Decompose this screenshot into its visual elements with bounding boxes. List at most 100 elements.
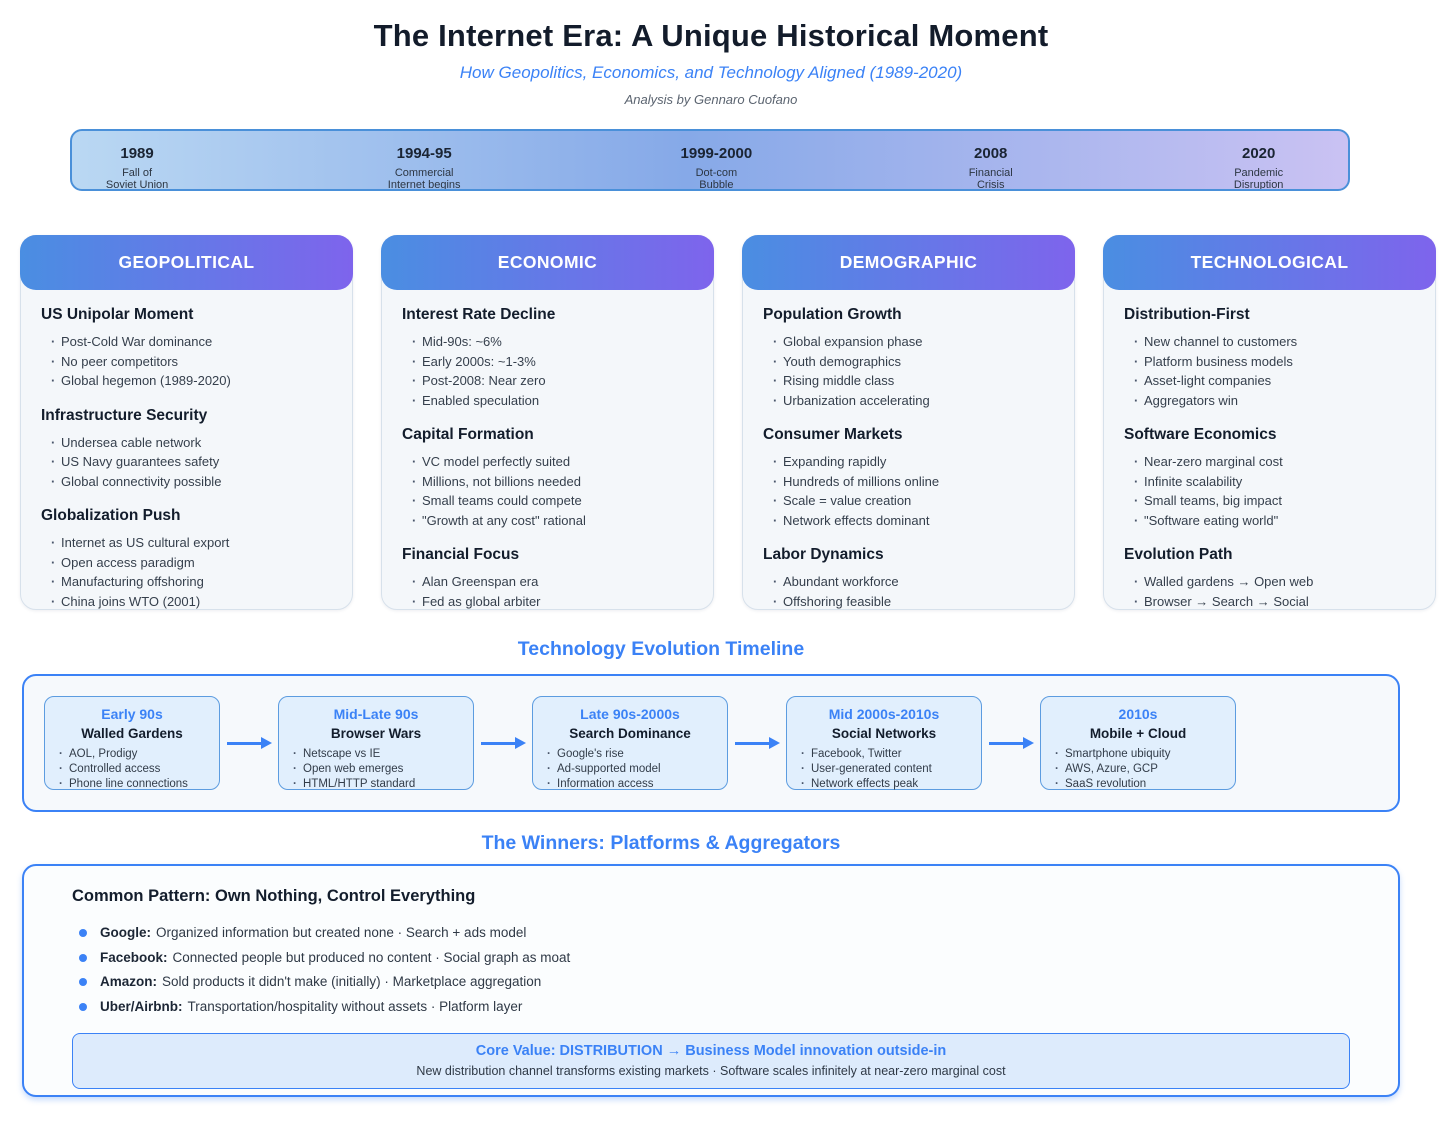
page-header: The Internet Era: A Unique Historical Mo… bbox=[0, 0, 1422, 107]
arrow-head bbox=[260, 737, 272, 749]
page-subtitle: How Geopolitics, Economics, and Technolo… bbox=[459, 63, 963, 82]
era-bullet-list: Google's riseAd-supported modelInformati… bbox=[545, 747, 715, 792]
timeline-event-year: 2020 bbox=[1241, 145, 1276, 162]
era-period: Early 90s bbox=[101, 706, 163, 722]
bullet-dot-icon bbox=[79, 978, 87, 987]
bullet-item: Near-zero marginal cost bbox=[1134, 452, 1415, 472]
era-bullet-list: Netscape vs IEOpen web emergesHTML/HTTP … bbox=[291, 747, 461, 792]
arrow-head bbox=[768, 737, 780, 749]
era-period: Late 90s-2000s bbox=[580, 706, 680, 722]
pillar-bullet-list: Internet as US cultural exportOpen acces… bbox=[41, 533, 332, 611]
core-value-detail: New distribution channel transforms exis… bbox=[416, 1064, 1006, 1078]
bullet-item: Information access bbox=[547, 777, 715, 792]
pillar-bullet-list: Expanding rapidlyHundreds of millions on… bbox=[763, 452, 1054, 530]
winner-item: Google: Organized information but create… bbox=[79, 921, 1350, 946]
bullet-dot-icon bbox=[79, 953, 87, 962]
pillar-section: US Unipolar Moment Post-Cold War dominan… bbox=[41, 306, 332, 391]
bullet-item: Rising middle class bbox=[773, 371, 1054, 391]
pillar-bullet-list: Alan Greenspan eraFed as global arbiter bbox=[402, 572, 693, 611]
bullet-item: Enabled speculation bbox=[412, 391, 693, 411]
bullet-item: Manufacturing offshoring bbox=[51, 572, 332, 592]
bullet-item: Mid-90s: ~6% bbox=[412, 332, 693, 352]
era-box: Late 90s-2000s Search Dominance Google's… bbox=[532, 696, 728, 792]
pillar-section-heading: Financial Focus bbox=[402, 546, 520, 563]
bullet-item: Small teams, big impact bbox=[1134, 491, 1415, 511]
pillar-bullet-list: Near-zero marginal costInfinite scalabil… bbox=[1124, 452, 1415, 530]
page-byline: Analysis by Gennaro Cuofano bbox=[624, 92, 798, 107]
timeline-event: 1994-95 Commercial Internet begins bbox=[388, 145, 461, 189]
pillar-section-heading: Globalization Push bbox=[41, 507, 181, 524]
winner-item: Uber/Airbnb: Transportation/hospitality … bbox=[79, 995, 1350, 1020]
era-name: Walled Gardens bbox=[81, 726, 183, 741]
bullet-item: New channel to customers bbox=[1134, 332, 1415, 352]
era-period: Mid-Late 90s bbox=[333, 706, 419, 722]
pillar-bullet-list: Undersea cable networkUS Navy guarantees… bbox=[41, 433, 332, 492]
bullet-item: Hundreds of millions online bbox=[773, 472, 1054, 492]
era-box: Early 90s Walled Gardens AOL, ProdigyCon… bbox=[44, 696, 220, 792]
timeline-event-year: 2008 bbox=[974, 145, 1008, 162]
pillar-card-header: GEOPOLITICAL bbox=[20, 235, 353, 290]
bullet-item: Ad-supported model bbox=[547, 762, 715, 777]
pillar-card: TECHNOLOGICAL Distribution-First New cha… bbox=[1103, 235, 1436, 611]
pillar-card-header: ECONOMIC bbox=[381, 235, 714, 290]
pillar-cards-row: GEOPOLITICAL US Unipolar Moment Post-Col… bbox=[20, 235, 1436, 611]
timeline-event-label: Pandemic Disruption bbox=[1233, 167, 1284, 191]
core-value-headline: Core Value: DISTRIBUTION → Business Mode… bbox=[475, 1043, 947, 1059]
bullet-item: Network effects dominant bbox=[773, 511, 1054, 531]
winner-label: Facebook: bbox=[100, 949, 168, 965]
winner-label: Uber/Airbnb: bbox=[100, 998, 183, 1014]
bullet-item: User-generated content bbox=[801, 762, 969, 777]
era-box: Mid 2000s-2010s Social Networks Facebook… bbox=[786, 696, 982, 792]
winner-description: Connected people but produced no content… bbox=[172, 949, 571, 965]
timeline-event-year: 1999-2000 bbox=[680, 145, 753, 162]
bullet-item: Post-Cold War dominance bbox=[51, 332, 332, 352]
pillar-card-body: US Unipolar Moment Post-Cold War dominan… bbox=[21, 306, 352, 611]
era-period: Mid 2000s-2010s bbox=[828, 706, 940, 722]
pillar-card: GEOPOLITICAL US Unipolar Moment Post-Col… bbox=[20, 235, 353, 611]
bullet-item: Urbanization accelerating bbox=[773, 391, 1054, 411]
bullet-item: Millions, not billions needed bbox=[412, 472, 693, 492]
pillar-section-heading: Distribution-First bbox=[1124, 306, 1250, 323]
pillar-card-body: Interest Rate Decline Mid-90s: ~6%Early … bbox=[382, 306, 713, 611]
era-box: Mid-Late 90s Browser Wars Netscape vs IE… bbox=[278, 696, 474, 792]
winner-description: Sold products it didn't make (initially)… bbox=[162, 974, 542, 989]
bullet-item: Infinite scalability bbox=[1134, 472, 1415, 492]
bullet-item: "Growth at any cost" rational bbox=[412, 511, 693, 531]
bullet-item: Browser → Search → Social bbox=[1134, 592, 1415, 612]
pillar-section-heading: Infrastructure Security bbox=[41, 406, 208, 424]
pillar-section: Interest Rate Decline Mid-90s: ~6%Early … bbox=[402, 306, 693, 410]
winners-heading: Common Pattern: Own Nothing, Control Eve… bbox=[72, 887, 476, 905]
pillar-bullet-list: Walled gardens → Open webBrowser → Searc… bbox=[1124, 572, 1415, 611]
bullet-item: Aggregators win bbox=[1134, 391, 1415, 411]
pillar-card: ECONOMIC Interest Rate Decline Mid-90s: … bbox=[381, 235, 714, 611]
era-name: Social Networks bbox=[831, 726, 937, 741]
arrow-right-icon bbox=[982, 737, 1040, 749]
timeline-event-year: 1994-95 bbox=[396, 145, 452, 162]
bullet-item: Facebook, Twitter bbox=[801, 747, 969, 762]
timeline-event: 2008 Financial Crisis bbox=[969, 145, 1013, 189]
era-name: Browser Wars bbox=[330, 726, 422, 741]
bullet-item: VC model perfectly suited bbox=[412, 452, 693, 472]
era-bullet-list: Smartphone ubiquityAWS, Azure, GCPSaaS r… bbox=[1053, 747, 1223, 792]
bullet-item: Expanding rapidly bbox=[773, 452, 1054, 472]
bullet-item: Post-2008: Near zero bbox=[412, 371, 693, 391]
arrow-line bbox=[734, 741, 769, 745]
pillar-bullet-list: VC model perfectly suitedMillions, not b… bbox=[402, 452, 693, 530]
arrow-line bbox=[226, 741, 261, 745]
historical-era-timeline-bar: 1989 Fall of Soviet Union 1994-95 Commer… bbox=[70, 129, 1350, 191]
winner-description: Transportation/hospitality without asset… bbox=[187, 998, 523, 1014]
pillar-section: Software Economics Near-zero marginal co… bbox=[1124, 426, 1415, 530]
pillar-section: Capital Formation VC model perfectly sui… bbox=[402, 426, 693, 530]
pillar-section-heading: Labor Dynamics bbox=[763, 546, 884, 563]
bullet-item: AWS, Azure, GCP bbox=[1055, 762, 1223, 777]
pillar-section-heading: Consumer Markets bbox=[763, 426, 903, 443]
bullet-dot-icon bbox=[79, 929, 87, 938]
bullet-item: Scale = value creation bbox=[773, 491, 1054, 511]
bullet-item: HTML/HTTP standard bbox=[293, 777, 461, 792]
bullet-item: Early 2000s: ~1-3% bbox=[412, 352, 693, 372]
pillar-section: Globalization Push Internet as US cultur… bbox=[41, 507, 332, 611]
bullet-item: Open access paradigm bbox=[51, 553, 332, 573]
bullet-item: Fed as global arbiter bbox=[412, 592, 693, 612]
bullet-item: China joins WTO (2001) bbox=[51, 592, 332, 612]
timeline-event: 1999-2000 Dot-com Bubble bbox=[680, 145, 753, 189]
